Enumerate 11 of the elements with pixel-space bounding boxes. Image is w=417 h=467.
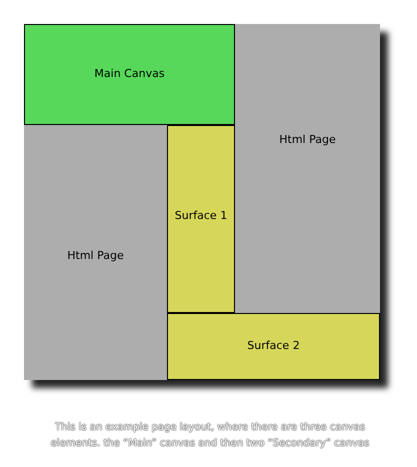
surface-region bbox=[167, 125, 235, 313]
page-region bbox=[24, 125, 167, 380]
region-label: Main Canvas bbox=[94, 66, 165, 82]
region-label: Html Page bbox=[67, 248, 124, 264]
region-label: Html Page bbox=[279, 132, 336, 148]
page-region bbox=[235, 24, 380, 313]
region-label: Surface 1 bbox=[174, 208, 228, 224]
main-canvas-region bbox=[24, 24, 235, 125]
region-label: Surface 2 bbox=[247, 338, 300, 354]
caption: This is an example page layout, where there are three canvas elements. the “Main” canvas and then two “Secondary” canvas bbox=[50, 420, 370, 451]
surface-region bbox=[167, 313, 380, 380]
